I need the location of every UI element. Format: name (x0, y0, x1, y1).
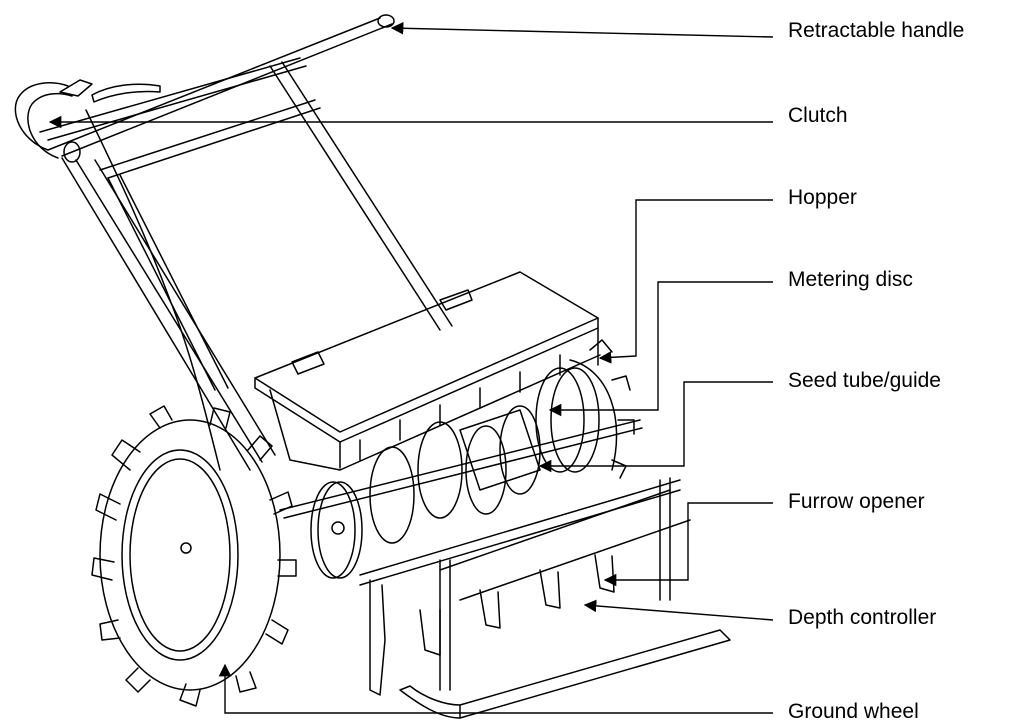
label-depth-controller: Depth controller (788, 606, 937, 629)
leader-seed-tube (538, 381, 773, 473)
label-metering-disc: Metering disc (788, 268, 913, 291)
hopper-box (254, 271, 601, 471)
label-clutch: Clutch (788, 104, 848, 127)
lower-frame (359, 477, 731, 719)
leader-furrow-opener (603, 502, 773, 587)
label-retractable-handle: Retractable handle (788, 19, 965, 42)
leader-ground-wheel (218, 663, 773, 714)
label-hopper: Hopper (788, 186, 857, 209)
label-ground-wheel: Ground wheel (788, 700, 919, 723)
metering-assembly (180, 367, 643, 579)
machine-drawing (14, 14, 731, 719)
handle-frame (14, 14, 453, 471)
leader-lines (48, 21, 774, 714)
leader-metering-disc (548, 281, 773, 417)
ground-wheel-drawing (91, 339, 635, 707)
leader-hopper (598, 199, 773, 364)
label-furrow-opener: Furrow opener (788, 490, 925, 513)
leader-retractable-handle (390, 21, 774, 38)
leader-depth-controller (583, 599, 774, 621)
label-seed-tube: Seed tube/guide (788, 369, 941, 392)
